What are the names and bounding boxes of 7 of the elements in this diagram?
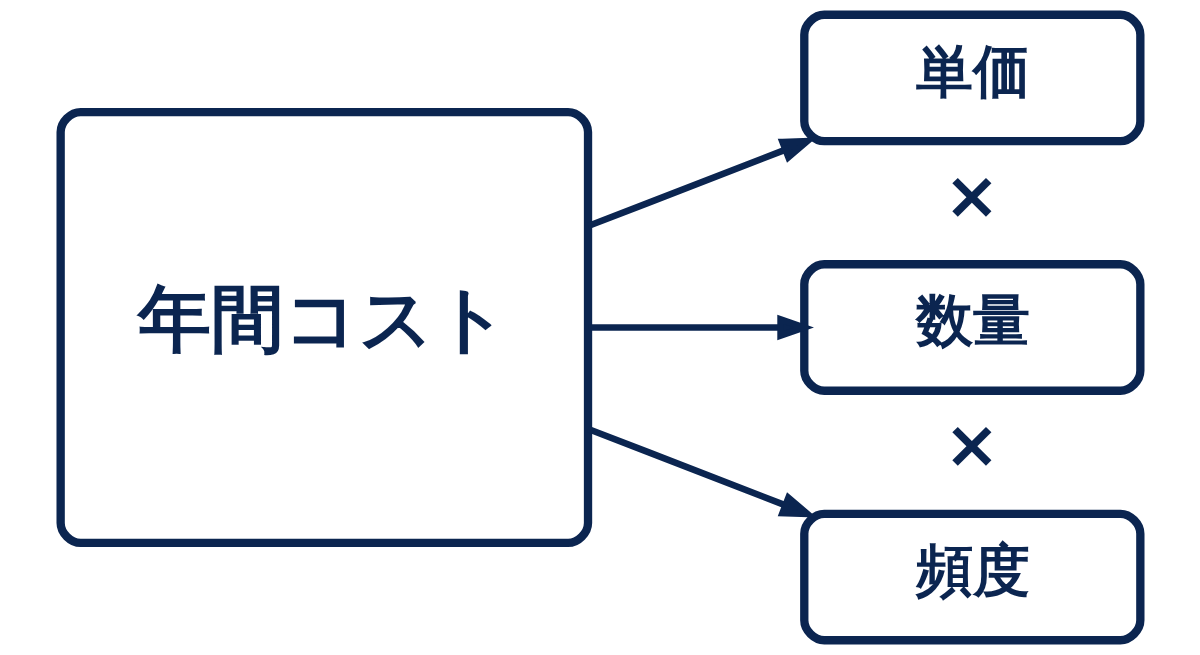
node-box: 年間コスト — [56, 107, 592, 548]
node-box: 単価 — [799, 10, 1144, 146]
label: × — [943, 155, 1000, 234]
arrow — [587, 314, 814, 341]
node-box: 数量 — [799, 260, 1144, 395]
label: × — [943, 405, 1000, 484]
node-box: 頻度 — [799, 509, 1144, 645]
